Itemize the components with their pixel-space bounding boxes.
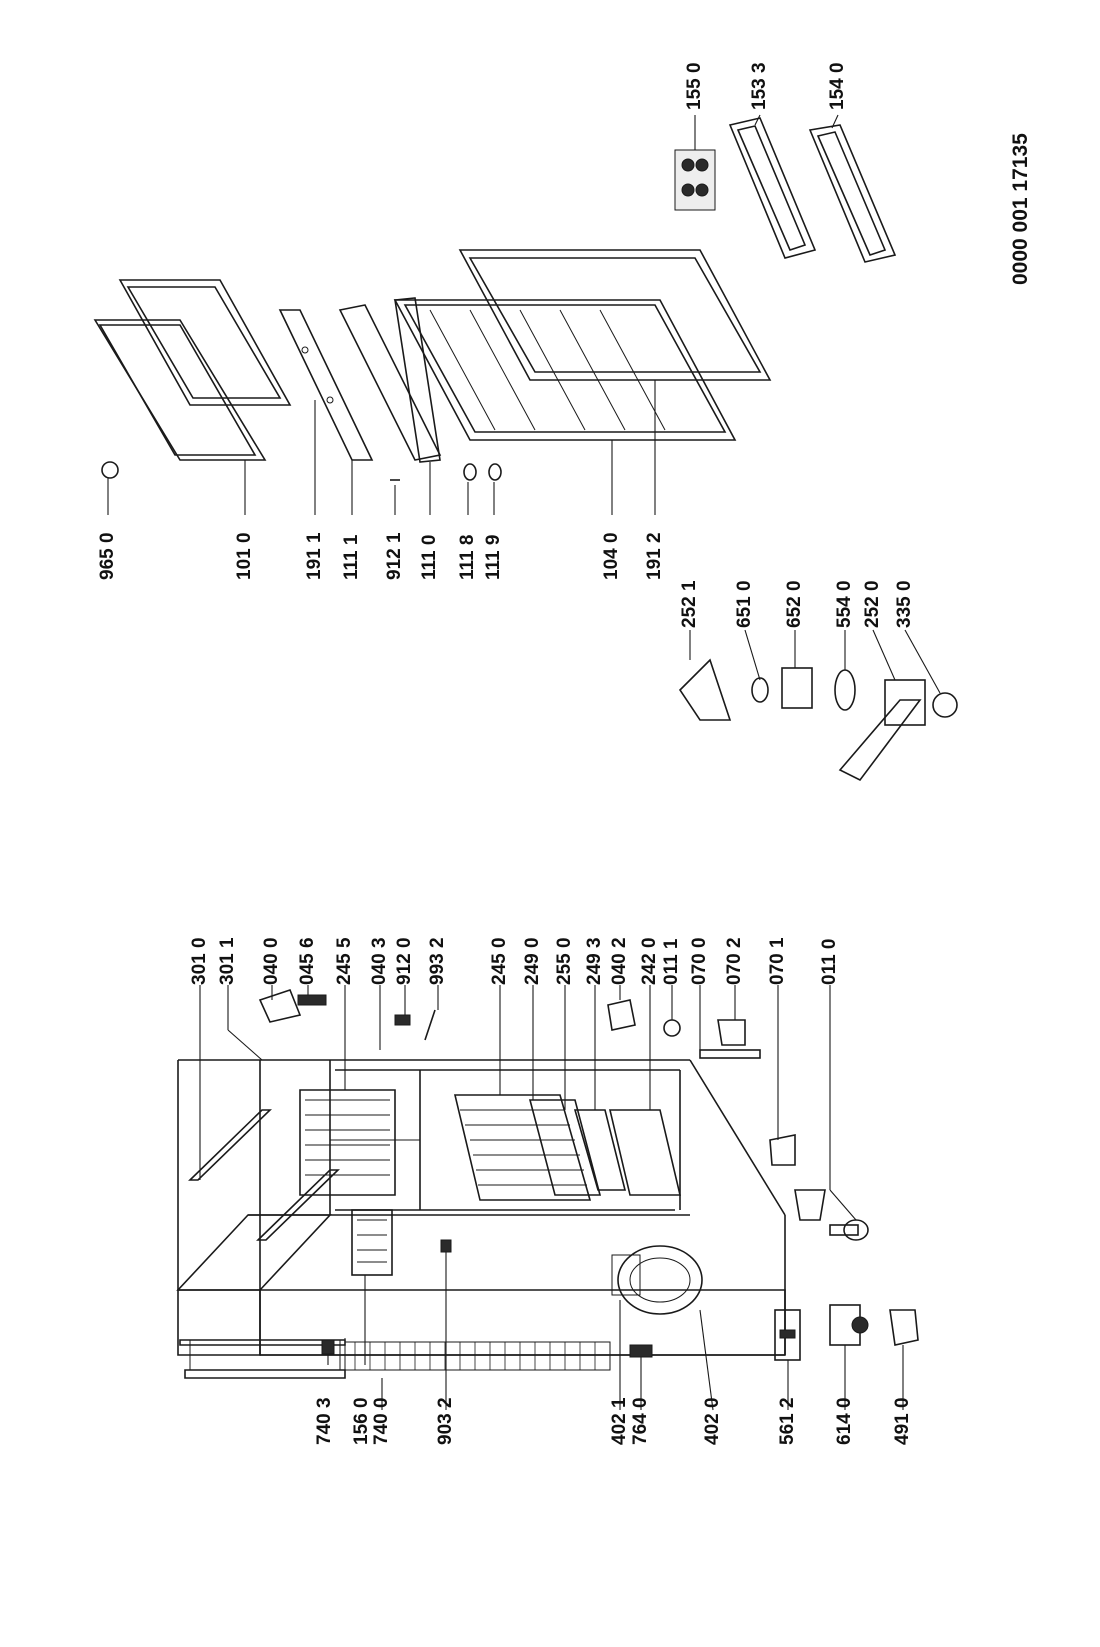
part-label: 740 0	[371, 1397, 392, 1445]
part-label: 156 0	[351, 1397, 372, 1445]
small-parts-left	[258, 989, 869, 1358]
part-label: 651 0	[734, 580, 755, 628]
freezer-door	[93, 279, 292, 461]
part-label: 111 0	[419, 534, 440, 580]
part-label: 252 0	[862, 580, 883, 628]
part-label: 242 0	[639, 937, 660, 985]
part-label: 191 2	[644, 532, 665, 580]
part-label: 111 1	[341, 534, 362, 580]
part-label: 070 0	[689, 937, 710, 985]
part-label: 249 0	[522, 937, 543, 985]
part-label: 111 9	[483, 534, 504, 580]
part-label: 965 0	[97, 532, 118, 580]
wire-shelves	[453, 1094, 682, 1201]
part-label: 249 3	[584, 937, 605, 985]
part-label: 301 1	[217, 937, 238, 985]
part-label: 040 3	[369, 937, 390, 985]
top-strip-part	[188, 1109, 340, 1241]
part-label: 402 1	[609, 1397, 630, 1445]
part-label: 040 0	[261, 937, 282, 985]
door-bins	[674, 117, 897, 263]
part-label: 154 0	[827, 62, 848, 110]
part-label: 993 2	[427, 937, 448, 985]
part-label: 912 1	[384, 532, 405, 580]
part-label: 764 0	[630, 1397, 651, 1445]
part-label: 011 1	[661, 938, 682, 986]
part-label: 491 0	[892, 1397, 913, 1445]
document-number: 0000 001 17135	[1009, 133, 1032, 285]
compressor	[611, 1245, 703, 1315]
main-door	[393, 249, 772, 441]
part-label: 554 0	[834, 580, 855, 628]
part-label: 040 2	[609, 937, 630, 985]
part-label: 740 3	[314, 1397, 335, 1445]
electrical-parts	[774, 1304, 919, 1361]
part-label: 301 0	[189, 937, 210, 985]
part-label: 252 1	[679, 580, 700, 628]
right-small-parts	[101, 461, 958, 782]
part-label: 045 6	[297, 937, 318, 985]
part-label: 245 5	[334, 937, 355, 985]
part-label: 255 0	[554, 937, 575, 985]
part-label: 070 1	[767, 937, 788, 985]
part-label: 561 2	[777, 1397, 798, 1445]
freezer-drawer	[299, 1089, 396, 1196]
part-label: 912 0	[394, 937, 415, 985]
cabinet-body	[176, 1059, 786, 1356]
part-label: 335 0	[894, 580, 915, 628]
part-label: 104 0	[601, 532, 622, 580]
part-label: 245 0	[489, 937, 510, 985]
door-handle-bars	[278, 297, 442, 463]
part-label: 011 0	[819, 938, 840, 986]
part-label: 155 0	[684, 62, 705, 110]
part-label: 402 0	[702, 1397, 723, 1445]
part-label: 153 3	[749, 62, 770, 110]
part-label: 101 0	[234, 532, 255, 580]
leader-lines	[107, 114, 941, 1411]
part-label: 191 1	[304, 532, 325, 580]
part-label: 070 2	[724, 937, 745, 985]
part-label: 111 8	[457, 534, 478, 580]
part-label: 614 0	[834, 1397, 855, 1445]
part-label: 903 2	[435, 1397, 456, 1445]
part-label: 652 0	[784, 580, 805, 628]
condenser-coil	[179, 1338, 611, 1379]
